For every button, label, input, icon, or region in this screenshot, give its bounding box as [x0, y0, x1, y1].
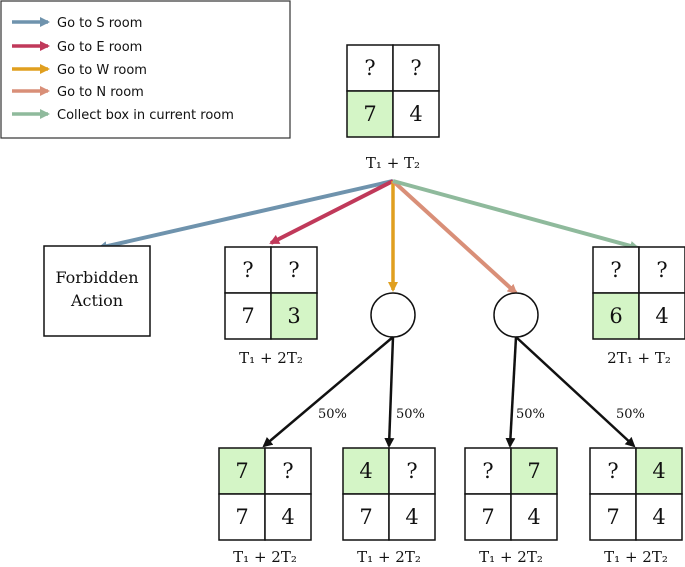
collect-state-grid: ?? 6 4 — [592, 246, 685, 340]
grid-cell — [638, 246, 685, 294]
leaf-time-label-2: T₁ + 2T₂ — [357, 548, 421, 566]
grid-cell-value: 7 — [606, 505, 619, 529]
outcome-arrow-2 — [384, 336, 395, 448]
grid-cell-value: 7 — [363, 102, 376, 126]
legend-item-e: Go to E room — [12, 40, 142, 55]
arrow-go-s — [97, 179, 394, 252]
outcome-arrow-4 — [515, 336, 636, 448]
grid-cell-value: 4 — [409, 102, 422, 126]
arrow-collect — [392, 179, 640, 251]
grid-cell-value: 4 — [359, 459, 372, 483]
grid-cell-value: 4 — [405, 505, 418, 529]
leaf-state-grid-3: ? 7 7 4 — [464, 447, 558, 541]
probability-label-1: 50% — [318, 407, 347, 422]
grid-cell-value: 4 — [652, 505, 665, 529]
grid-cell-value: ? — [364, 56, 375, 80]
grid-cell-value: 7 — [481, 505, 494, 529]
grid-cell — [388, 447, 436, 495]
grid-cell-value: 7 — [235, 459, 248, 483]
grid-cell-highlighted — [342, 447, 390, 495]
grid-cell-value: 7 — [359, 505, 372, 529]
grid-cell — [464, 493, 512, 541]
chance-node-w — [370, 292, 416, 338]
grid-cell-value: ? — [607, 459, 618, 483]
legend-label-w: Go to W room — [57, 63, 147, 78]
grid-cell-value: 4 — [281, 505, 294, 529]
grid-cell-value: 7 — [527, 459, 540, 483]
grid-cell — [270, 246, 318, 294]
legend-item-collect: Collect box in current room — [12, 108, 234, 123]
root-time-label: T₁ + T₂ — [366, 154, 420, 172]
grid-cell-value: ? — [282, 459, 293, 483]
grid-cell — [388, 493, 436, 541]
leaf-state-grid-1: 7? 7 4 — [218, 447, 312, 541]
grid-cell-value: ? — [482, 459, 493, 483]
collect-time-label: 2T₁ + T₂ — [607, 349, 671, 367]
probability-label-2: 50% — [396, 407, 425, 422]
outcome-arrow-1 — [262, 336, 394, 448]
grid-cell-value: ? — [656, 258, 667, 282]
outcome-arrow-3 — [505, 336, 518, 448]
forbidden-label-line2: Action — [70, 291, 123, 310]
grid-cell-value: 4 — [652, 459, 665, 483]
grid-cell — [392, 44, 440, 92]
legend-item-n: Go to N room — [12, 85, 144, 100]
grid-cell-highlighted — [218, 447, 266, 495]
grid-cell — [464, 447, 512, 495]
action-arrows — [97, 179, 640, 295]
grid-cell-value: 3 — [287, 304, 300, 328]
grid-cell-value: ? — [288, 258, 299, 282]
legend: Go to S room Go to E room Go to W room G… — [0, 0, 291, 139]
legend-label-n: Go to N room — [57, 85, 144, 100]
arrow-go-e — [269, 179, 394, 245]
forbidden-label-line1: Forbidden — [55, 268, 138, 287]
grid-cell-value: 4 — [655, 304, 668, 328]
grid-cell — [510, 493, 558, 541]
grid-cell-value: ? — [242, 258, 253, 282]
probability-label-3: 50% — [516, 407, 545, 422]
east-time-label: T₁ + 2T₂ — [239, 349, 303, 367]
grid-cell — [638, 292, 685, 340]
root-state-grid: ?? 7 4 — [346, 44, 440, 138]
forbidden-action-node: Forbidden Action — [43, 245, 151, 337]
grid-cell — [392, 90, 440, 138]
grid-cell-highlighted — [592, 292, 640, 340]
grid-cell-highlighted — [346, 90, 394, 138]
grid-cell-value: ? — [406, 459, 417, 483]
legend-label-e: Go to E room — [57, 40, 142, 55]
grid-cell-value: ? — [610, 258, 621, 282]
legend-item-s: Go to S room — [12, 16, 142, 31]
legend-label-collect: Collect box in current room — [57, 108, 234, 123]
leaf-state-grid-4: ? 4 7 4 — [589, 447, 683, 541]
grid-cell-highlighted — [270, 292, 318, 340]
grid-cell — [264, 493, 312, 541]
leaf-time-label-4: T₁ + 2T₂ — [604, 548, 668, 566]
leaf-state-grid-2: 4? 7 4 — [342, 447, 436, 541]
grid-cell-value: ? — [410, 56, 421, 80]
leaf-time-label-1: T₁ + 2T₂ — [233, 548, 297, 566]
chance-node-n — [493, 292, 539, 338]
grid-cell-highlighted — [510, 447, 558, 495]
grid-cell-value: 7 — [235, 505, 248, 529]
east-state-grid: ?? 7 3 — [224, 246, 318, 340]
grid-cell — [264, 447, 312, 495]
grid-cell — [635, 493, 683, 541]
leaf-time-label-3: T₁ + 2T₂ — [479, 548, 543, 566]
legend-item-w: Go to W room — [12, 63, 147, 78]
grid-cell-value: 7 — [241, 304, 254, 328]
grid-cell-value: 6 — [609, 304, 622, 328]
arrow-go-n — [391, 179, 518, 295]
grid-cell — [342, 493, 390, 541]
grid-cell — [224, 292, 272, 340]
outcome-arrows — [262, 336, 636, 448]
legend-label-s: Go to S room — [57, 16, 142, 31]
probability-label-4: 50% — [616, 407, 645, 422]
grid-cell-value: 4 — [527, 505, 540, 529]
grid-cell-highlighted — [635, 447, 683, 495]
forbidden-action-box — [43, 245, 151, 337]
